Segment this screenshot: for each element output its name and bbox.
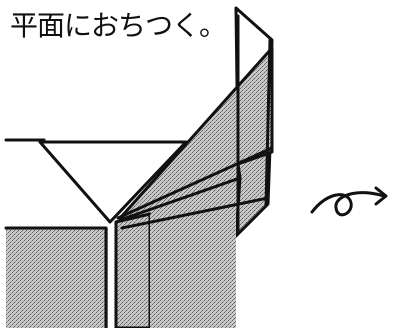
crease-line-1 bbox=[116, 146, 274, 220]
center-column bbox=[114, 212, 152, 328]
white-triangle bbox=[38, 140, 188, 224]
left-block-outline bbox=[4, 226, 108, 328]
loop-arrow-icon bbox=[310, 186, 388, 217]
fold-model-icon bbox=[4, 6, 274, 328]
strip-edge-right bbox=[264, 38, 272, 208]
instruction-text: 平面におちつく。 bbox=[10, 9, 227, 42]
crease-line-2 bbox=[120, 196, 270, 230]
left-block bbox=[6, 228, 108, 328]
right-column bbox=[150, 190, 236, 328]
